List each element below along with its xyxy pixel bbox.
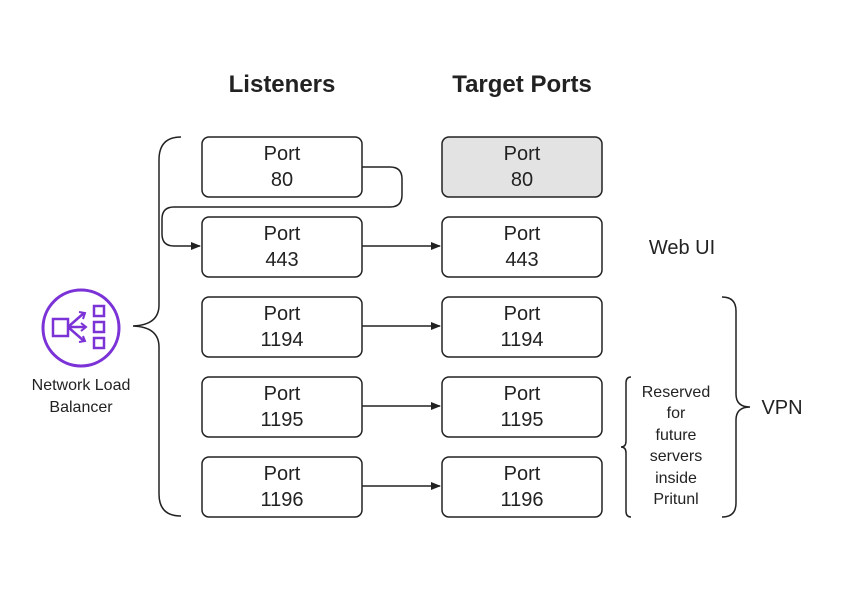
target-number: 443 — [505, 249, 538, 271]
reserved-line: servers — [650, 448, 702, 465]
listener-port-1195: Port 1195 — [201, 376, 363, 438]
listener-word: Port — [264, 303, 301, 325]
reserved-line: for — [667, 405, 686, 422]
reserved-line: Pritunl — [653, 491, 698, 508]
target-number: 80 — [511, 169, 533, 191]
target-ports-heading: Target Ports — [452, 71, 592, 98]
target-port-80: Port 80 — [441, 136, 603, 198]
target-word: Port — [504, 463, 541, 485]
listener-port-1194: Port 1194 — [201, 296, 363, 358]
listener-port-443: Port 443 — [201, 216, 363, 278]
reserved-line: Reserved — [642, 384, 710, 401]
listener-number: 1196 — [260, 489, 303, 511]
load-balancer-label-line1: Network Load — [32, 377, 131, 394]
listener-number: 80 — [271, 169, 293, 191]
port80-redirect-connector — [161, 166, 403, 250]
target-word: Port — [504, 383, 541, 405]
web-ui-label: Web UI — [649, 237, 715, 259]
target-port-1194: Port 1194 — [441, 296, 603, 358]
target-word: Port — [504, 303, 541, 325]
vpn-group-brace — [721, 296, 751, 518]
reserved-line: inside — [655, 470, 697, 487]
reserved-line: future — [656, 427, 697, 444]
listener-word: Port — [264, 143, 301, 165]
target-port-1196: Port 1196 — [441, 456, 603, 518]
listener-number: 1195 — [260, 409, 303, 431]
listener-number: 443 — [265, 249, 298, 271]
target-number: 1196 — [500, 489, 543, 511]
listener-word: Port — [264, 223, 301, 245]
network-load-balancer-icon — [41, 288, 121, 368]
target-port-443: Port 443 — [441, 216, 603, 278]
listener-word: Port — [264, 383, 301, 405]
listener-port-1196: Port 1196 — [201, 456, 363, 518]
listener-port-80: Port 80 — [201, 136, 363, 198]
target-port-1195: Port 1195 — [441, 376, 603, 438]
target-number: 1194 — [500, 329, 543, 351]
listeners-group-brace — [132, 136, 182, 517]
target-number: 1195 — [500, 409, 543, 431]
vpn-label: VPN — [761, 397, 802, 419]
reserved-group-brace — [620, 376, 632, 518]
load-balancer-label-line2: Balancer — [49, 399, 113, 416]
listener-number: 1194 — [260, 329, 303, 351]
target-word: Port — [504, 143, 541, 165]
listeners-heading: Listeners — [229, 71, 336, 98]
target-word: Port — [504, 223, 541, 245]
reserved-note: Reserved for future servers inside Pritu… — [642, 384, 710, 508]
listener-word: Port — [264, 463, 301, 485]
